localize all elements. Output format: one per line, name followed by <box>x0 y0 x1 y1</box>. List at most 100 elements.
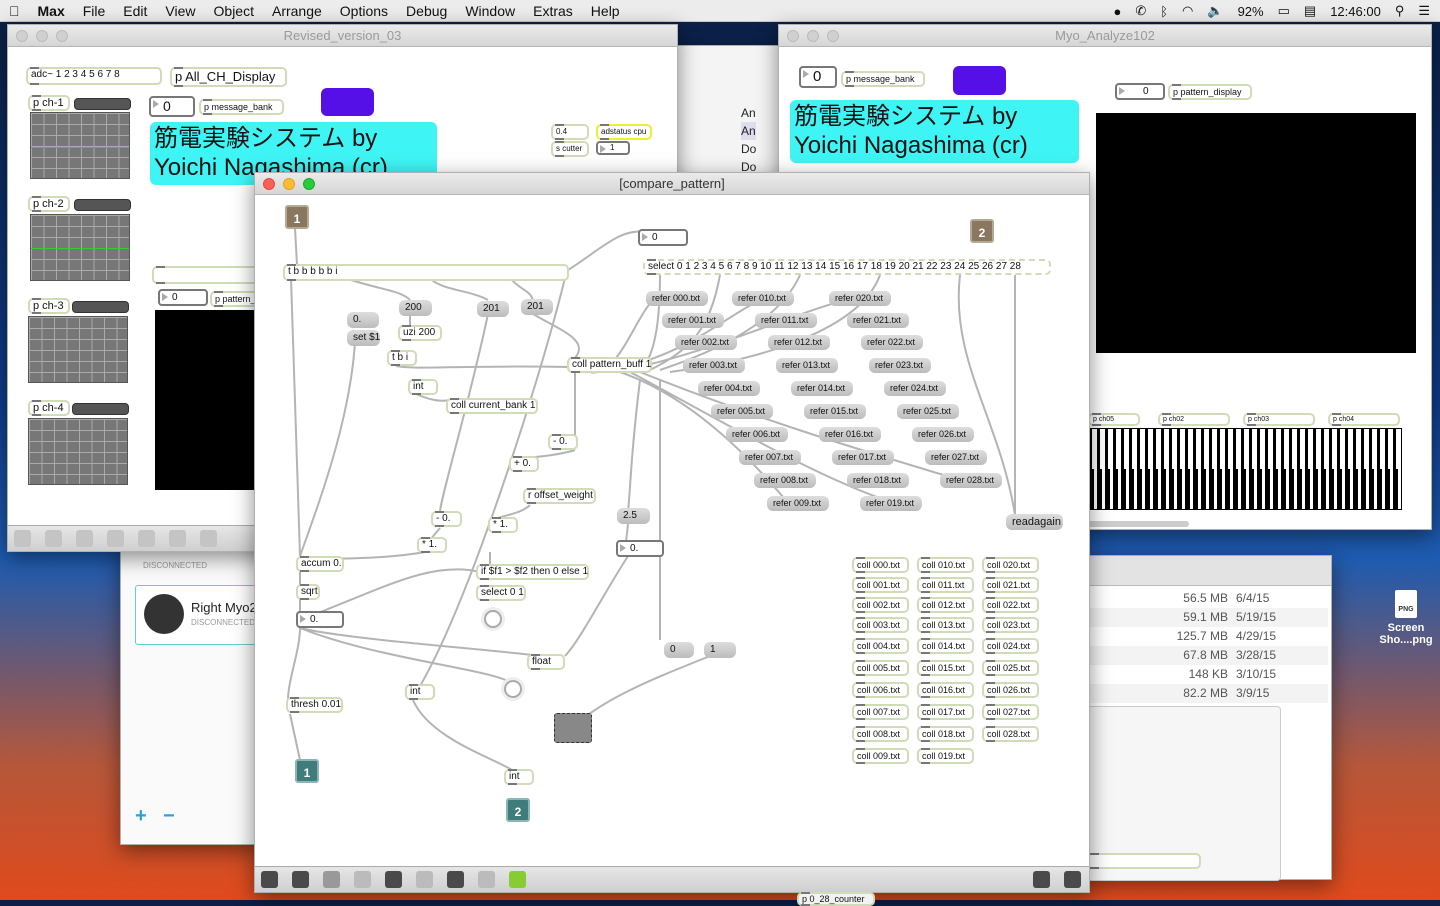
myo-device-card[interactable]: Right Myo2 DISCONNECTED <box>135 585 270 645</box>
phone-icon[interactable]: ✆ <box>1135 3 1147 18</box>
presentation-icon[interactable] <box>45 530 62 547</box>
multiply-object[interactable]: * 1. <box>417 537 447 553</box>
number-box[interactable]: 0 <box>149 96 195 117</box>
message-zero[interactable]: 0. <box>347 312 379 328</box>
remove-button[interactable]: − <box>163 805 175 827</box>
all-ch-display-object[interactable]: p All_CH_Display <box>170 67 287 87</box>
refer-message[interactable]: refer 016.txt <box>819 427 881 442</box>
coll-object[interactable]: coll 027.txt <box>982 704 1039 720</box>
coll-object[interactable]: coll 008.txt <box>852 726 909 742</box>
bang-button[interactable] <box>484 610 502 628</box>
menu-app[interactable]: Max <box>27 2 65 19</box>
myo-status-icon[interactable]: ● <box>1113 3 1122 19</box>
audio-icon[interactable] <box>509 871 526 888</box>
coll-object[interactable]: coll 012.txt <box>917 597 974 613</box>
counter-object[interactable]: p 0_28_counter <box>797 892 875 906</box>
refer-message[interactable]: refer 017.txt <box>832 450 894 465</box>
sqrt-number-box[interactable]: 0. <box>296 611 344 628</box>
wifi-icon[interactable]: ◠ <box>1182 3 1194 18</box>
refer-message[interactable]: refer 018.txt <box>847 473 909 488</box>
coll-object[interactable]: coll 026.txt <box>982 682 1039 698</box>
pattern-number-box[interactable]: 0 <box>1115 83 1165 100</box>
purple-button[interactable] <box>321 88 374 116</box>
threshold-number-box[interactable]: 0. <box>616 540 664 557</box>
close-button[interactable] <box>16 30 28 42</box>
coll-object[interactable]: coll 015.txt <box>917 660 974 676</box>
finder-item[interactable]: An <box>741 122 757 140</box>
refer-message[interactable]: refer 007.txt <box>739 450 801 465</box>
menu-edit[interactable]: Edit <box>112 2 147 19</box>
inlet-2[interactable]: 2 <box>970 219 994 243</box>
refer-message[interactable]: refer 013.txt <box>776 358 838 373</box>
close-button[interactable] <box>263 178 275 190</box>
select-0-1[interactable]: select 0 1 <box>476 585 526 601</box>
apple-menu-icon[interactable]:  <box>0 3 29 19</box>
accum-object[interactable]: accum 0. <box>296 556 344 572</box>
if-expression[interactable]: if $f1 > $f2 then 0 else 1 <box>476 564 589 580</box>
refer-message[interactable]: refer 022.txt <box>861 335 923 350</box>
flag-icon[interactable]: ▤ <box>1303 3 1317 18</box>
lock-icon[interactable] <box>261 871 278 888</box>
refer-message[interactable]: refer 019.txt <box>860 496 922 511</box>
patcher-icon[interactable] <box>200 530 217 547</box>
ch02-object[interactable]: p ch02 <box>1158 413 1230 426</box>
message-200[interactable]: 200 <box>399 300 432 316</box>
coll-current-bank[interactable]: coll current_bank 1 <box>446 398 538 414</box>
split-bottom-icon[interactable] <box>1033 871 1050 888</box>
outlet-2[interactable]: 2 <box>506 798 530 822</box>
zoom-button[interactable] <box>56 30 68 42</box>
refer-message[interactable]: refer 012.txt <box>768 335 830 350</box>
finder-item[interactable]: Do <box>741 160 757 174</box>
message-0[interactable]: 0 <box>664 642 694 658</box>
notification-icon[interactable]: ☰ <box>1418 3 1430 18</box>
menu-file[interactable]: File <box>72 2 106 19</box>
refer-message[interactable]: refer 025.txt <box>897 404 959 419</box>
coll-object[interactable]: coll 023.txt <box>982 617 1039 633</box>
ch04-object[interactable]: p ch04 <box>1328 413 1400 426</box>
ch2-object[interactable]: p ch-2 <box>28 196 70 212</box>
info-icon[interactable] <box>169 530 186 547</box>
sqrt-object[interactable]: sqrt <box>296 584 320 600</box>
menu-object[interactable]: Object <box>203 2 254 19</box>
pattern-display-object[interactable]: p pattern_display <box>1168 84 1252 100</box>
desktop-file[interactable]: PNG Screen Sho....png <box>1378 590 1434 646</box>
inlet-1[interactable]: 1 <box>285 205 309 229</box>
refer-message[interactable]: refer 008.txt <box>754 473 816 488</box>
gate-object[interactable] <box>554 713 592 743</box>
menu-arrange[interactable]: Arrange <box>261 2 322 19</box>
refer-message[interactable]: refer 014.txt <box>791 381 853 396</box>
coll-object[interactable]: coll 001.txt <box>852 577 909 593</box>
patcher-icon[interactable] <box>447 871 464 888</box>
menu-view[interactable]: View <box>154 2 195 19</box>
coll-object[interactable]: coll 016.txt <box>917 682 974 698</box>
grid-icon[interactable] <box>76 530 93 547</box>
pattern-number-box[interactable]: 0 <box>158 289 208 306</box>
bang-button[interactable] <box>504 680 522 698</box>
refer-message[interactable]: refer 026.txt <box>912 427 974 442</box>
ch1-object[interactable]: p ch-1 <box>28 95 70 111</box>
message-bank-object[interactable]: p message_bank <box>199 99 284 115</box>
coll-object[interactable]: coll 000.txt <box>852 557 909 573</box>
ch03-object[interactable]: p ch03 <box>1243 413 1315 426</box>
message-2-5[interactable]: 2.5 <box>617 508 650 524</box>
coll-object[interactable]: coll 020.txt <box>982 557 1039 573</box>
number-box[interactable]: 1 <box>596 141 630 155</box>
refer-message[interactable]: refer 009.txt <box>767 496 829 511</box>
message-1[interactable]: 1 <box>704 642 736 658</box>
coll-object[interactable]: coll 006.txt <box>852 682 909 698</box>
float-object[interactable]: float <box>527 654 565 670</box>
refer-message[interactable]: refer 000.txt <box>646 291 708 306</box>
coll-object[interactable]: coll 013.txt <box>917 617 974 633</box>
close-button[interactable] <box>787 30 799 42</box>
message-bank-object[interactable]: p message_bank <box>841 71 925 87</box>
number-box[interactable]: 0 <box>799 66 837 88</box>
set-message[interactable]: set $1 <box>347 330 380 346</box>
uzi-object[interactable]: uzi 200 <box>398 325 442 341</box>
zoom-button[interactable] <box>827 30 839 42</box>
zoom-button[interactable] <box>303 178 315 190</box>
adstatus-object[interactable]: adstatus cpu <box>596 124 652 140</box>
